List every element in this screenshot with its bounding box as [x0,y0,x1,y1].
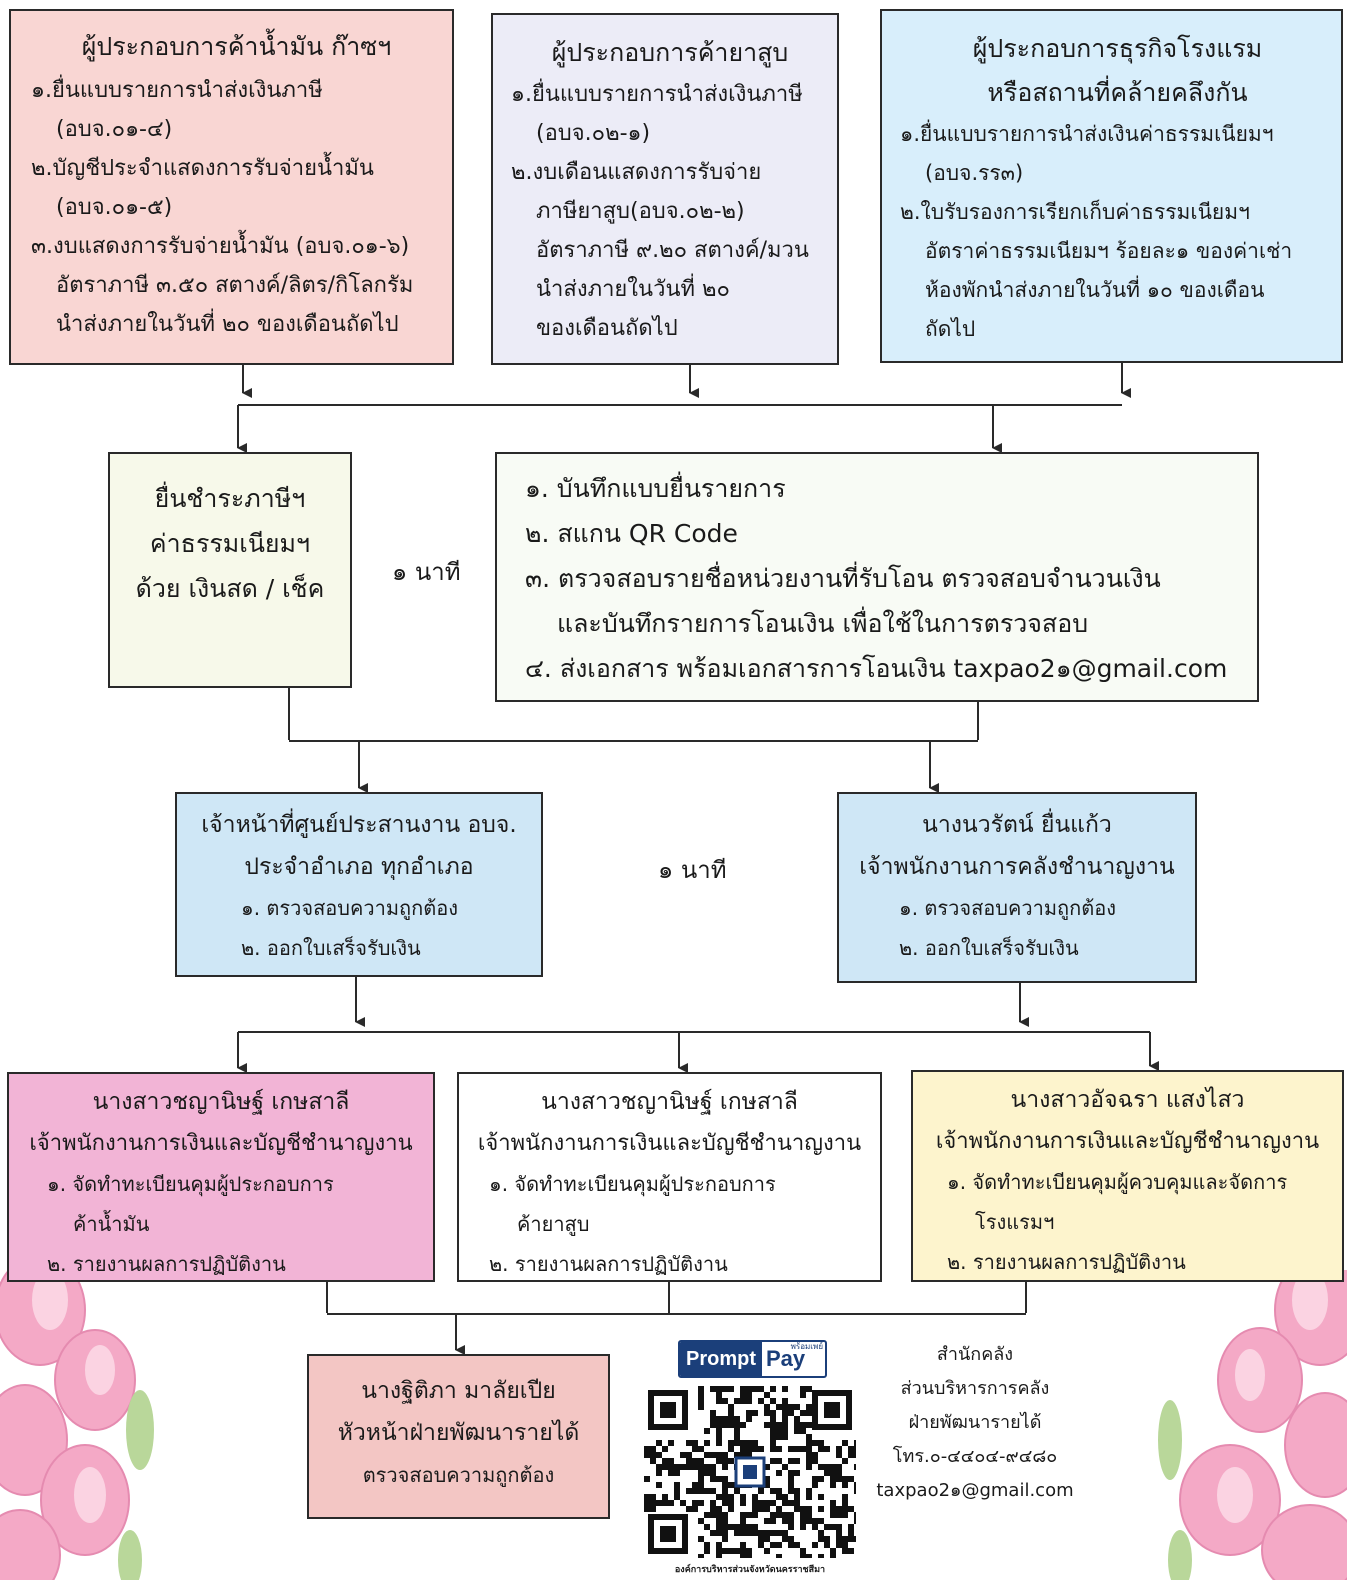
account-officer-hotel-name: นางสาวอัจฉรา แสงไสว [1010,1087,1245,1113]
promptpay-logo-thai: พร้อมเพย์ [790,1342,823,1351]
time-label-1: ๑ นาที [392,558,461,586]
oil-step-2-form: (อบจ.๐๑-๕) [56,195,173,220]
tobacco-step-1-form: (อบจ.๐๒-๑) [536,121,651,146]
cash-payment-box: ยื่นชำระภาษีฯ ค่าธรรมเนียมฯ ด้วย เงินสด … [108,452,352,688]
hotel-step-1-form: (อบจ.รร๓) [925,161,1024,185]
contact-phone: โทร.๐-๔๔๐๔-๙๔๘๐ [892,1446,1058,1467]
account-officer-tobacco-position: เจ้าพนักงานการเงินและบัญชีชำนาญงาน [477,1131,862,1156]
account-officer-oil-box: นางสาวชญานิษฐ์ เกษสาลี เจ้าพนักงานการเงิ… [7,1072,435,1282]
tobacco-trader-box: ผู้ประกอบการค้ายาสูบ ๑.ยื่นแบบรายการนำส่… [491,13,839,365]
promptpay-panel: Prompt Pay พร้อมเพย์ องค์การบริหารส่วนจั… [640,1332,860,1580]
oil-trader-title: ผู้ประกอบการค้าน้ำมัน ก๊าซฯ [81,32,392,61]
oil-step-1-form: (อบจ.๐๑-๔) [56,117,173,142]
account-officer-tobacco-name: นางสาวชญานิษฐ์ เกษสาลี [541,1089,798,1115]
hotel-operator-box: ผู้ประกอบการธุรกิจโรงแรม หรือสถานที่คล้า… [880,9,1343,363]
district-officer-task-1: ๑. ตรวจสอบความถูกต้อง [241,896,459,920]
finance-officer-name: นางนวรัตน์ ยื่นแก้ว [922,812,1112,838]
account-officer-tobacco-task-1: ๑. จัดทำทะเบียนคุมผู้ประกอบการ [489,1172,776,1196]
hotel-title-1: ผู้ประกอบการธุรกิจโรงแรม [972,34,1263,63]
time-label-2: ๑ นาที [658,856,727,884]
district-officer-task-2: ๒. ออกใบเสร็จรับเงิน [241,936,421,960]
promptpay-logo: Prompt Pay พร้อมเพย์ [678,1340,827,1378]
cash-line-2: ค่าธรรมเนียมฯ [149,529,311,558]
revenue-head-position: หัวหน้าฝ่ายพัฒนารายได้ [337,1420,580,1446]
transfer-step-3: ๓. ตรวจสอบรายชื่อหน่วยงานที่รับโอน ตรวจส… [525,564,1161,593]
tobacco-deadline-month: ของเดือนถัดไป [536,316,678,341]
account-officer-hotel-position: เจ้าพนักงานการเงินและบัญชีชำนาญงาน [935,1129,1320,1154]
tobacco-trader-title: ผู้ประกอบการค้ายาสูบ [551,38,789,67]
district-officer-box: เจ้าหน้าที่ศูนย์ประสานงาน อบจ. ประจำอำเภ… [175,792,543,977]
account-officer-hotel-task-2: ๒. รายงานผลการปฏิบัติงาน [947,1250,1186,1274]
qr-code [644,1386,856,1558]
account-officer-tobacco-task-2: ๒. รายงานผลการปฏิบัติงาน [489,1252,728,1276]
contact-office: สำนักคลัง [936,1344,1014,1365]
finance-officer-task-1: ๑. ตรวจสอบความถูกต้อง [899,896,1117,920]
tobacco-step-1: ๑.ยื่นแบบรายการนำส่งเงินภาษี [511,82,803,107]
finance-officer-box: นางนวรัตน์ ยื่นแก้ว เจ้าพนักงานการคลังชำ… [837,792,1197,983]
promptpay-logo-prompt: Prompt [680,1342,762,1376]
oil-step-1: ๑.ยื่นแบบรายการนำส่งเงินภาษี [31,78,323,103]
hotel-step-1: ๑.ยื่นแบบรายการนำส่งเงินค่าธรรมเนียมฯ [900,122,1274,146]
hotel-title-2: หรือสถานที่คล้ายคลึงกัน [987,78,1248,107]
promptpay-logo-pay: Pay [766,1346,806,1371]
hotel-deadline: ห้องพักนำส่งภายในวันที่ ๑๐ ของเดือน [925,278,1265,302]
account-officer-tobacco-box: นางสาวชญานิษฐ์ เกษสาลี เจ้าพนักงานการเงิ… [457,1072,882,1282]
revenue-head-task: ตรวจสอบความถูกต้อง [362,1463,555,1487]
account-officer-oil-position: เจ้าพนักงานการเงินและบัญชีชำนาญงาน [29,1131,413,1156]
revenue-head-box: นางฐิติภา มาลัยเปีย หัวหน้าฝ่ายพัฒนารายไ… [307,1354,610,1519]
transfer-step-2: ๒. สแกน QR Code [525,519,738,548]
finance-officer-position: เจ้าพนักงานการคลังชำนาญงาน [859,854,1175,880]
promptpay-caption: องค์การบริหารส่วนจังหวัดนครราชสีมา [674,1565,826,1575]
hotel-deadline-month: ถัดไป [925,317,976,341]
oil-step-2: ๒.บัญชีประจำแสดงการรับจ่ายน้ำมัน [31,156,374,181]
tulip-decoration-left [0,1270,154,1580]
transfer-step-3b: และบันทึกรายการโอนเงิน เพื่อใช้ในการตรวจ… [557,609,1089,638]
district-officer-title-1: เจ้าหน้าที่ศูนย์ประสานงาน อบจ. [201,812,517,838]
district-officer-title-2: ประจำอำเภอ ทุกอำเภอ [244,854,474,880]
account-officer-oil-task-2: ๒. รายงานผลการปฏิบัติงาน [47,1252,286,1276]
transfer-steps-box: ๑. บันทึกแบบยื่นรายการ ๒. สแกน QR Code ๓… [495,452,1259,702]
tulip-decoration-right [1158,1270,1347,1580]
hotel-fee-rate: อัตราค่าธรรมเนียมฯ ร้อยละ๑ ของค่าเช่า [925,239,1293,263]
tobacco-step-2: ๒.งบเดือนแสดงการรับจ่าย [511,160,762,185]
contact-section: ฝ่ายพัฒนารายได้ [908,1412,1042,1433]
account-officer-oil-name: นางสาวชญานิษฐ์ เกษสาลี [92,1089,350,1115]
finance-officer-task-2: ๒. ออกใบเสร็จรับเงิน [899,936,1079,960]
hotel-step-2: ๒.ใบรับรองการเรียกเก็บค่าธรรมเนียมฯ [900,200,1250,224]
transfer-step-1: ๑. บันทึกแบบยื่นรายการ [525,474,786,503]
cash-line-1: ยื่นชำระภาษีฯ [154,484,306,513]
transfer-step-4: ๔. ส่งเอกสาร พร้อมเอกสารการโอนเงิน taxpa… [525,654,1228,683]
oil-tax-rate: อัตราภาษี ๓.๕๐ สตางค์/ลิตร/กิโลกรัม [56,273,414,298]
contact-division: ส่วนบริหารการคลัง [900,1378,1050,1399]
revenue-head-name: นางฐิติภา มาลัยเปีย [361,1378,556,1404]
account-officer-hotel-task-1b: โรงแรมฯ [975,1210,1055,1234]
oil-step-3: ๓.งบแสดงการรับจ่ายน้ำมัน (อบจ.๐๑-๖) [31,234,410,259]
account-officer-oil-task-1: ๑. จัดทำทะเบียนคุมผู้ประกอบการ [47,1172,334,1196]
tobacco-deadline: นำส่งภายในวันที่ ๒๐ [536,277,730,302]
account-officer-oil-task-1b: ค้าน้ำมัน [73,1212,150,1236]
cash-line-3: ด้วย เงินสด / เช็ค [135,574,325,603]
account-officer-hotel-task-1: ๑. จัดทำทะเบียนคุมผู้ควบคุมและจัดการ [947,1170,1288,1194]
tobacco-tax-rate: อัตราภาษี ๙.๒๐ สตางค์/มวน [536,238,809,263]
oil-trader-box: ผู้ประกอบการค้าน้ำมัน ก๊าซฯ ๑.ยื่นแบบราย… [9,9,454,365]
contact-email[interactable]: taxpao2๑@gmail.com [876,1480,1074,1501]
oil-deadline: นำส่งภายในวันที่ ๒๐ ของเดือนถัดไป [56,312,399,337]
account-officer-hotel-box: นางสาวอัจฉรา แสงไสว เจ้าพนักงานการเงินแล… [911,1070,1344,1282]
account-officer-tobacco-task-1b: ค้ายาสูบ [517,1212,590,1236]
contact-info: สำนักคลัง ส่วนบริหารการคลัง ฝ่ายพัฒนาราย… [870,1338,1080,1508]
tobacco-step-2-form: ภาษียาสูบ(อบจ.๐๒-๒) [536,199,745,224]
